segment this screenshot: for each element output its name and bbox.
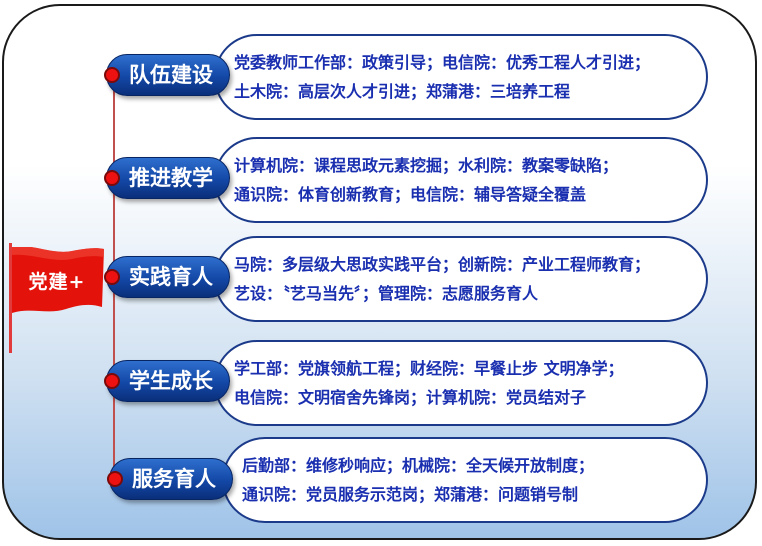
detail-line: 艺设：〝艺马当先〞；管理院：志愿服务育人 <box>234 284 539 303</box>
flag-pole <box>9 243 12 353</box>
bullet-dot <box>104 269 120 285</box>
detail-line: 后勤部：维修秒响应；机械院：全天候开放制度； <box>242 456 595 475</box>
category-label-1: 队伍建设 <box>106 54 230 96</box>
detail-line: 通识院：体育创新教育；电信院：辅导答疑全覆盖 <box>234 185 587 204</box>
party-flag: 党建+ <box>12 247 104 319</box>
detail-line: 马院：多层级大思政实践平台；创新院：产业工程师教育； <box>234 255 651 274</box>
detail-bubble-2: 计算机院：课程思政元素挖掘；水利院：教案零缺陷； 通识院：体育创新教育；电信院：… <box>214 137 708 223</box>
bullet-dot <box>104 170 120 186</box>
category-label-4: 学生成长 <box>106 360 230 402</box>
flag-shape <box>12 247 104 313</box>
bullet-dot <box>107 471 123 487</box>
detail-line: 土木院：高层次人才引进；郑蒲港：三培养工程 <box>234 82 571 101</box>
category-label-5: 服务育人 <box>109 458 233 500</box>
detail-bubble-1: 党委教师工作部：政策引导；电信院：优秀工程人才引进； 土木院：高层次人才引进；郑… <box>214 34 708 120</box>
category-label-2: 推进教学 <box>106 157 230 199</box>
detail-line: 学工部：党旗领航工程；财经院：早餐止步 文明净学； <box>234 359 624 378</box>
detail-bubble-5: 后勤部：维修秒响应；机械院：全天候开放制度； 通识院：党员服务示范岗；郑蒲港：问… <box>222 437 708 523</box>
detail-bubble-3: 马院：多层级大思政实践平台；创新院：产业工程师教育； 艺设：〝艺马当先〞；管理院… <box>214 236 708 322</box>
category-label-3: 实践育人 <box>106 256 230 298</box>
detail-line: 计算机院：课程思政元素挖掘；水利院：教案零缺陷； <box>234 156 619 175</box>
detail-line: 党委教师工作部：政策引导；电信院：优秀工程人才引进； <box>234 53 651 72</box>
detail-bubble-4: 学工部：党旗领航工程；财经院：早餐止步 文明净学； 电信院：文明宿舍先锋岗；计算… <box>214 340 708 426</box>
detail-line: 通识院：党员服务示范岗；郑蒲港：问题销号制 <box>242 485 579 504</box>
detail-line: 电信院：文明宿舍先锋岗；计算机院：党员结对子 <box>234 388 587 407</box>
flag-label: 党建+ <box>28 271 86 293</box>
bullet-dot <box>104 373 120 389</box>
bullet-dot <box>104 67 120 83</box>
